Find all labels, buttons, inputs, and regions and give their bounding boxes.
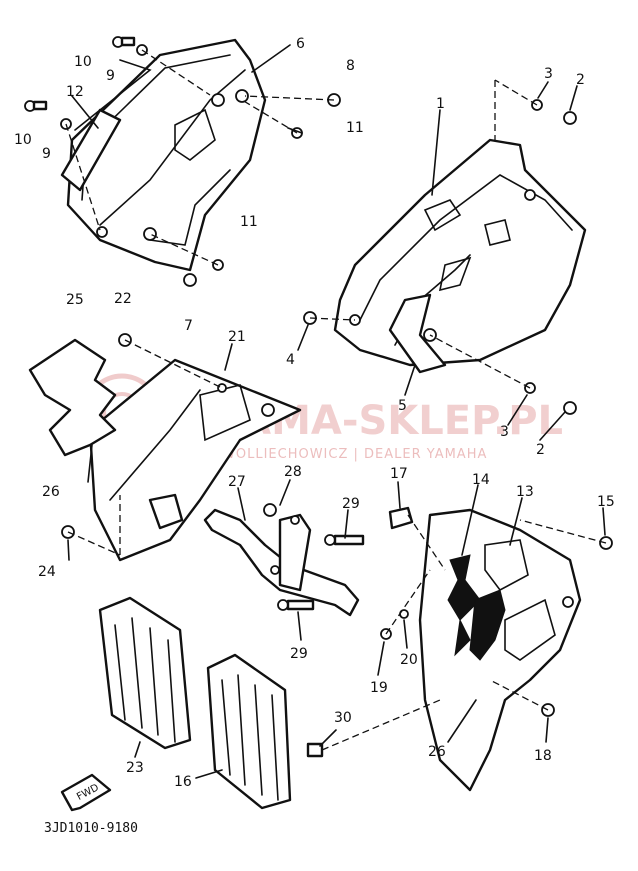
fasteners (24, 36, 613, 758)
callout-9-upper: 9 (106, 68, 115, 84)
callout-24: 24 (38, 564, 56, 580)
watermark-dealer: WOLLIECHOWICZ | DEALER YAMAHA (222, 447, 487, 462)
decal-25 (28, 338, 117, 457)
callout-30: 30 (334, 710, 352, 726)
callout-3-upper: 3 (544, 66, 553, 82)
callout-4: 4 (286, 352, 295, 368)
callout-26-right: 26 (428, 744, 446, 760)
radiator-guard-16 (206, 653, 292, 810)
right-side-cover (333, 138, 587, 374)
callout-18: 18 (534, 748, 552, 764)
callout-10-lower: 10 (14, 132, 32, 148)
callout-1: 1 (436, 96, 445, 112)
callout-9-lower: 9 (42, 146, 51, 162)
callout-2-lower: 2 (536, 442, 545, 458)
callout-6: 6 (296, 36, 305, 52)
callout-25: 25 (66, 292, 84, 308)
radiator-guard-23 (98, 596, 192, 750)
callout-29-right: 29 (342, 496, 360, 512)
callout-numbers: 10 9 6 8 12 10 9 11 11 7 3 2 1 4 5 3 2 2… (14, 36, 615, 790)
callout-27: 27 (228, 474, 246, 490)
callout-3-lower: 3 (500, 424, 509, 440)
callout-11-lower: 11 (240, 214, 258, 230)
callout-21: 21 (228, 329, 246, 345)
callout-7: 7 (184, 318, 193, 334)
bracket-assembly (203, 508, 360, 617)
callout-leaders (67, 44, 606, 779)
callout-26-left: 26 (42, 484, 60, 500)
callout-16: 16 (174, 774, 192, 790)
callout-14: 14 (472, 472, 490, 488)
callout-5: 5 (398, 398, 407, 414)
callout-17: 17 (390, 466, 408, 482)
callout-15: 15 (597, 494, 615, 510)
callout-22: 22 (114, 291, 132, 307)
right-lower-panel (418, 508, 582, 792)
callout-23: 23 (126, 760, 144, 776)
callout-11-upper: 11 (346, 120, 364, 136)
fwd-arrow-icon: FWD (60, 773, 112, 812)
callout-10-upper: 10 (74, 54, 92, 70)
diagram-code: 3JD1010-9180 (44, 821, 138, 836)
callout-28: 28 (284, 464, 302, 480)
left-lower-panel (88, 358, 302, 562)
callout-8: 8 (346, 58, 355, 74)
callout-2-upper: 2 (576, 72, 585, 88)
left-side-cover (60, 38, 267, 272)
callout-29-lower: 29 (290, 646, 308, 662)
leader-lines (65, 49, 607, 751)
callout-13: 13 (516, 484, 534, 500)
callout-20: 20 (400, 652, 418, 668)
callout-19: 19 (370, 680, 388, 696)
callout-12: 12 (66, 84, 84, 100)
